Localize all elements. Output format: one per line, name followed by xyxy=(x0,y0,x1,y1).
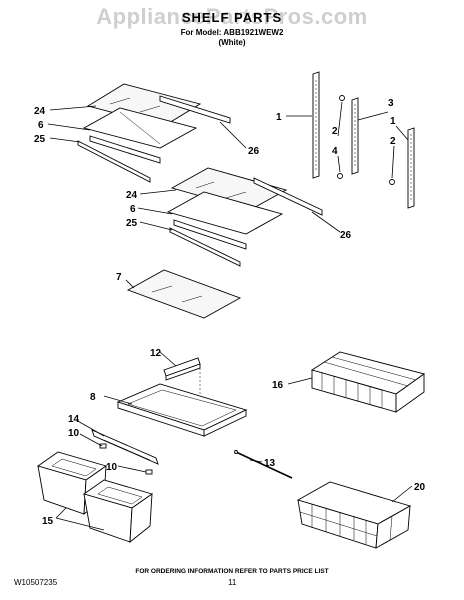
leader-lines xyxy=(47,101,413,531)
shelf-rail-right xyxy=(407,127,415,209)
crisper-cover-bracket xyxy=(163,357,201,400)
callout-7: 7 xyxy=(116,272,122,283)
callout-1: 1 xyxy=(390,116,396,127)
shelf-trim-front-2 xyxy=(169,227,241,267)
callout-26: 26 xyxy=(340,230,352,241)
callout-15: 15 xyxy=(42,516,54,527)
color-line: (White) xyxy=(218,38,246,47)
shelf-trim-front-1 xyxy=(77,140,151,183)
shelf-frame-2 xyxy=(166,191,284,250)
callout-24: 24 xyxy=(34,106,46,117)
shelf-rail-center xyxy=(351,97,359,175)
crisper-cover-rod xyxy=(234,450,293,479)
callout-26: 26 xyxy=(248,146,260,157)
crisper-drawer-right xyxy=(82,479,154,543)
callout-13: 13 xyxy=(264,458,276,469)
wire-basket xyxy=(296,481,412,549)
callout-16: 16 xyxy=(272,380,284,391)
ordering-note: FOR ORDERING INFORMATION REFER TO PARTS … xyxy=(135,568,329,575)
humidity-control-knob-upper xyxy=(99,443,107,449)
shelf-trim-rear-2 xyxy=(253,177,323,216)
callout-10: 10 xyxy=(106,462,118,473)
callout-14: 14 xyxy=(68,414,80,425)
crisper-cover-glass xyxy=(126,269,242,319)
callout-10: 10 xyxy=(68,428,80,439)
callout-20: 20 xyxy=(414,482,426,493)
model-info: For Model: ABB1921WEW2 (White) xyxy=(0,28,464,48)
page-title: SHELF PARTS xyxy=(181,10,283,25)
rail-screws xyxy=(337,95,395,185)
humidity-control-knob-lower xyxy=(145,469,153,475)
shelf-trim-rear-1 xyxy=(159,95,231,124)
crisper-cover-frame xyxy=(116,383,248,437)
callout-6: 6 xyxy=(38,120,44,131)
wire-shelf xyxy=(310,351,426,413)
humidity-control-slide xyxy=(91,429,159,465)
callout-4: 4 xyxy=(332,146,338,157)
callout-labels: 24 6 25 26 24 6 25 26 1 3 2 4 1 2 7 12 8… xyxy=(34,98,426,527)
callout-24: 24 xyxy=(126,190,138,201)
document-number: W10507235 xyxy=(14,578,58,587)
callout-3: 3 xyxy=(388,98,394,109)
callout-1: 1 xyxy=(276,112,282,123)
callout-2: 2 xyxy=(390,136,396,147)
callout-12: 12 xyxy=(150,348,162,359)
watermark: AppliancePartsPros.com xyxy=(96,4,368,29)
callout-8: 8 xyxy=(90,392,96,403)
callout-6: 6 xyxy=(130,204,136,215)
callout-25: 25 xyxy=(126,218,138,229)
shelf-rail-left xyxy=(312,71,320,179)
shelf-frame-1 xyxy=(82,107,198,164)
model-line: For Model: ABB1921WEW2 xyxy=(180,28,284,37)
page-number: 11 xyxy=(228,578,237,587)
callout-25: 25 xyxy=(34,134,46,145)
callout-2: 2 xyxy=(332,126,338,137)
